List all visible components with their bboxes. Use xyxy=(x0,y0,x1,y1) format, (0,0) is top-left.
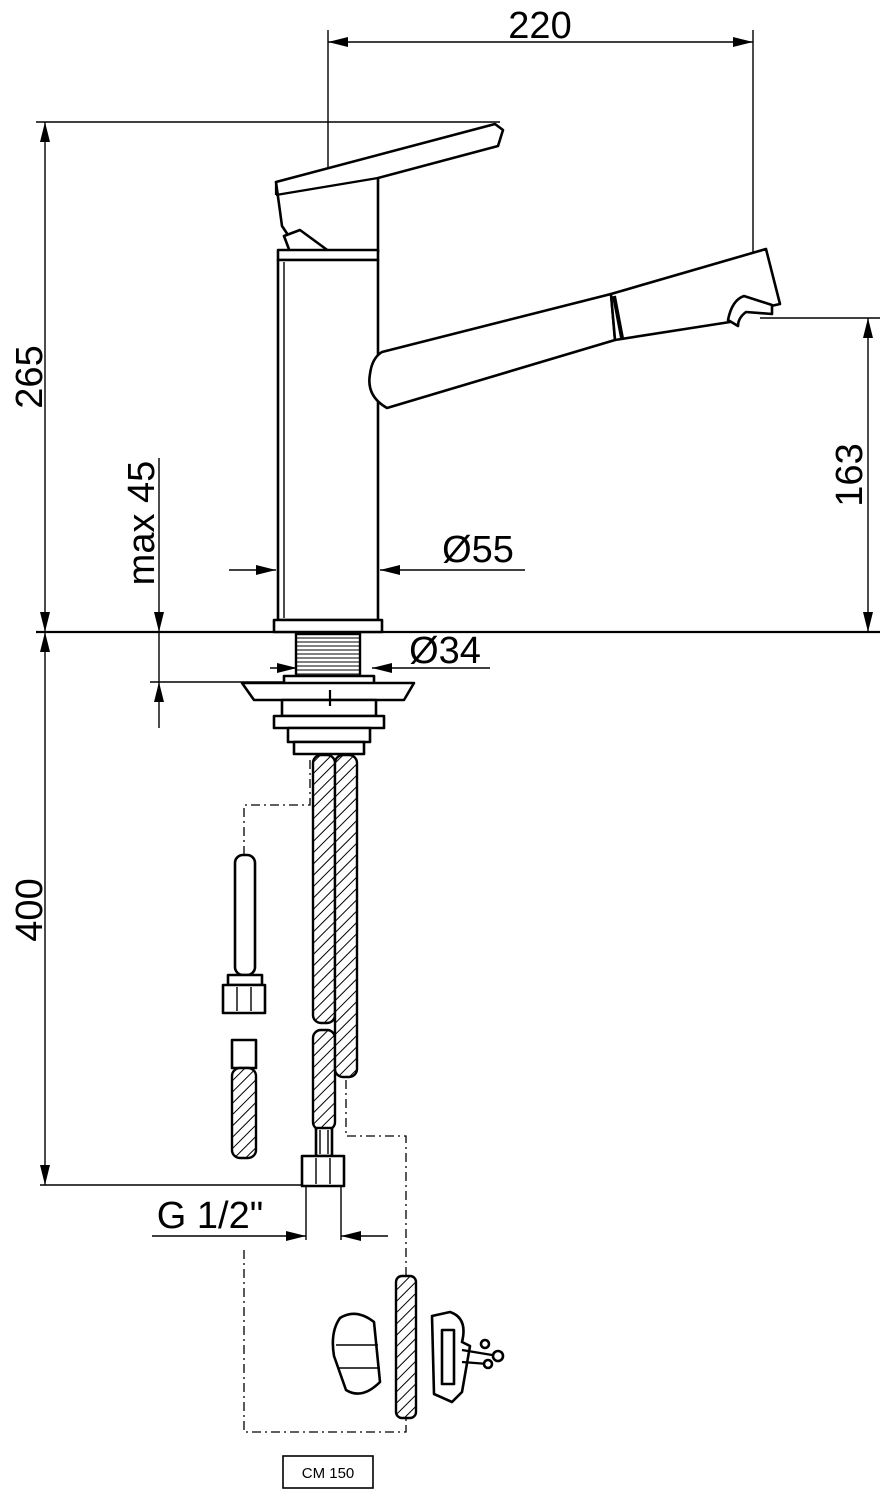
faucet-body xyxy=(272,122,505,634)
dimension-outlet-height: 163 xyxy=(760,317,880,632)
body-diameter-label: Ø55 xyxy=(442,529,514,571)
leader-lines xyxy=(243,760,407,1433)
dimension-body-diameter: Ø55 xyxy=(229,529,525,575)
cm150-label-box: CM 150 xyxy=(282,1455,374,1489)
cm150-label: CM 150 xyxy=(302,1465,355,1482)
outlet-height-label: 163 xyxy=(829,443,871,506)
supply-hoses xyxy=(300,753,359,1188)
thread-label: G 1/2" xyxy=(157,1195,263,1237)
mounting-hole-label: Ø34 xyxy=(409,630,481,672)
dimension-reach: 220 xyxy=(327,5,754,300)
hose-length-label: 400 xyxy=(9,878,51,941)
dimension-counter-thickness: max 45 xyxy=(121,458,300,728)
counter-thickness-label: max 45 xyxy=(121,461,163,586)
pull-out-spout xyxy=(368,247,782,410)
total-height-label: 265 xyxy=(9,345,51,408)
reach-label: 220 xyxy=(508,5,571,47)
dimension-total-height: 265 xyxy=(9,121,500,632)
dimension-hose-length: 400 xyxy=(9,632,345,1186)
mounting-kit xyxy=(240,632,416,756)
dimension-mounting-hole: Ø34 xyxy=(270,630,490,673)
hose-detail xyxy=(221,853,267,1160)
dimension-thread: G 1/2" xyxy=(152,1185,388,1241)
weight-accessory xyxy=(331,1274,505,1420)
